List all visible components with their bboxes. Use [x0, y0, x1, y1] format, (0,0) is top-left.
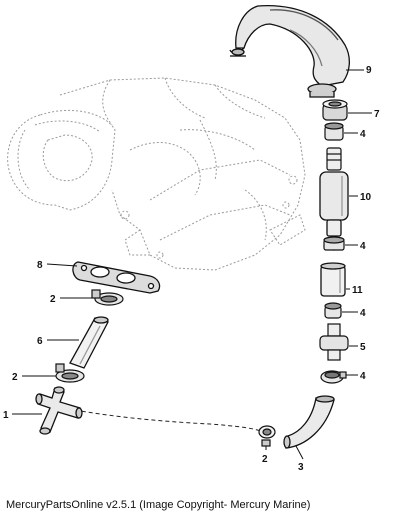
callout-4b: 4	[360, 241, 366, 252]
callout-3: 3	[298, 462, 304, 473]
part-2-clamp-upper	[91, 289, 124, 306]
part-11-hose	[320, 262, 346, 297]
part-7-fitting	[322, 99, 348, 121]
callout-4c: 4	[360, 308, 366, 319]
part-8-gasket	[72, 261, 161, 294]
callout-9: 9	[366, 65, 372, 76]
callout-4a: 4	[360, 129, 366, 140]
leader-3	[295, 445, 304, 460]
callout-11: 11	[352, 285, 363, 296]
part-10-check-valve	[319, 171, 349, 237]
part-4-clamp-c	[324, 302, 342, 319]
part-4-clamp-d	[320, 370, 347, 384]
part-2-clamp-bottom	[258, 425, 276, 447]
copyright-footer: MercuryPartsOnline v2.5.1 (Image Copyrig…	[6, 499, 311, 511]
connection-dashed-line	[74, 409, 264, 433]
callout-8: 8	[37, 260, 43, 271]
leader-8	[46, 263, 78, 267]
part-6-hose	[69, 316, 109, 369]
part-4-clamp-a	[324, 122, 344, 141]
part-4-clamp-b	[323, 236, 345, 251]
callout-2a: 2	[50, 294, 56, 305]
callout-5: 5	[360, 342, 366, 353]
callout-2c: 2	[262, 454, 268, 465]
part-3-curved-hose	[283, 395, 335, 449]
part-2-clamp-middle	[55, 363, 85, 383]
ghost-engine-housing	[7, 77, 306, 271]
callout-7: 7	[374, 109, 380, 120]
part-10-upper-nipple	[326, 147, 342, 171]
callout-6: 6	[37, 336, 43, 347]
callout-1: 1	[3, 410, 9, 421]
part-9-hose-elbow	[229, 5, 350, 98]
callout-10: 10	[360, 192, 372, 203]
part-1-tee-fitting	[35, 386, 83, 435]
part-5-valve	[319, 323, 349, 361]
callout-2b: 2	[12, 372, 18, 383]
callout-4d: 4	[360, 371, 366, 382]
